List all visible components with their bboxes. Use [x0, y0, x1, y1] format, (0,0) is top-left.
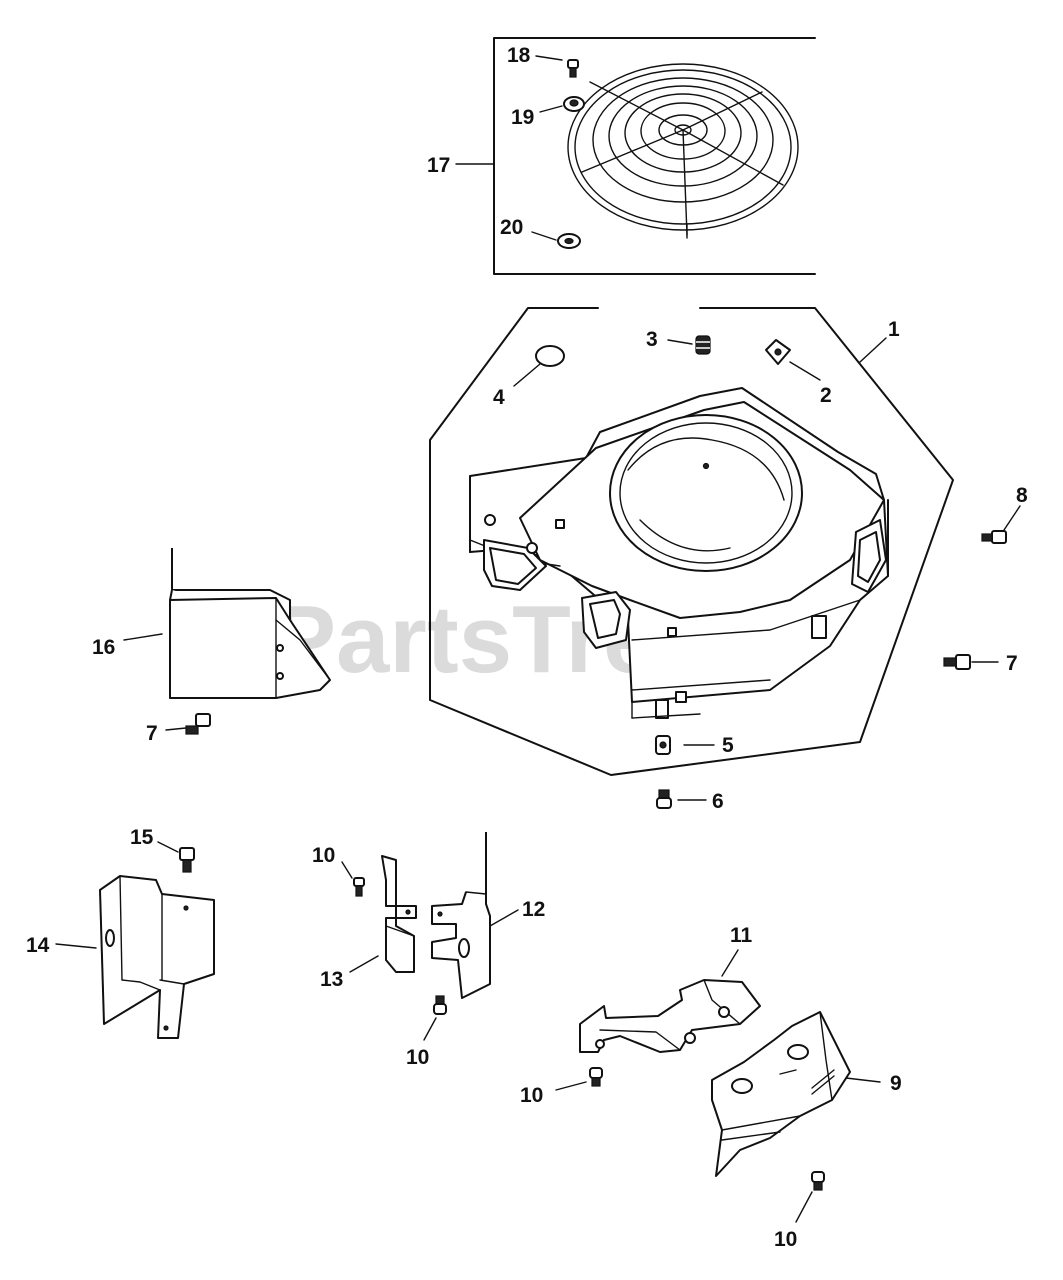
callout-9: 9 — [890, 1072, 902, 1095]
callout-10-c: 10 — [520, 1084, 543, 1107]
baffle-9 — [711, 1011, 851, 1177]
part-6-screw — [656, 789, 672, 809]
part-8-screw — [981, 530, 1007, 544]
bracket-12 — [431, 832, 491, 999]
grille-screen — [567, 63, 799, 239]
part-5-nut — [655, 735, 671, 755]
blower-housing — [469, 387, 889, 719]
baffle-11 — [579, 979, 761, 1053]
part-10-screw-b — [433, 995, 447, 1015]
baffle-16 — [169, 548, 331, 699]
callout-6: 6 — [712, 790, 724, 813]
callout-4: 4 — [493, 386, 505, 409]
nut-19 — [563, 96, 585, 112]
callout-labels: 18 19 17 20 1 3 4 2 8 16 7 7 5 6 15 10 1… — [26, 44, 1028, 1251]
part-7-screw-right — [943, 654, 971, 670]
grille-assembly-box — [493, 37, 816, 275]
bracket-13 — [381, 855, 417, 973]
callout-16: 16 — [92, 636, 115, 659]
callout-2: 2 — [820, 384, 832, 407]
callout-7-right: 7 — [1006, 652, 1018, 675]
callout-1: 1 — [888, 318, 900, 341]
callout-8: 8 — [1016, 484, 1028, 507]
washer-20 — [557, 233, 581, 249]
part-2-clip — [765, 339, 791, 365]
baffle-14 — [99, 875, 215, 1039]
callout-19: 19 — [511, 106, 534, 129]
callout-18: 18 — [507, 44, 531, 67]
callout-11: 11 — [730, 924, 753, 947]
callout-5: 5 — [722, 734, 734, 757]
callout-10-d: 10 — [774, 1228, 797, 1251]
part-10-screw-d — [811, 1171, 825, 1191]
leader-lines — [55, 55, 1021, 1223]
callout-15: 15 — [130, 826, 154, 849]
callout-10-a: 10 — [312, 844, 335, 867]
screw-18 — [567, 59, 579, 78]
part-7-screw-left — [185, 713, 211, 735]
part-4-plug — [535, 345, 565, 367]
part-10-screw-c — [589, 1067, 603, 1087]
callout-14: 14 — [26, 934, 50, 957]
part-3-spring — [695, 335, 711, 355]
part-10-screw-a — [353, 877, 365, 897]
callout-10-b: 10 — [406, 1046, 429, 1069]
callout-17: 17 — [427, 154, 450, 177]
callout-12: 12 — [522, 898, 545, 921]
callout-20: 20 — [500, 216, 523, 239]
callout-3: 3 — [646, 328, 658, 351]
blower-housing-outline — [429, 307, 954, 776]
callout-7-left: 7 — [146, 722, 158, 745]
part-15-screw — [179, 847, 195, 873]
callout-13: 13 — [320, 968, 343, 991]
